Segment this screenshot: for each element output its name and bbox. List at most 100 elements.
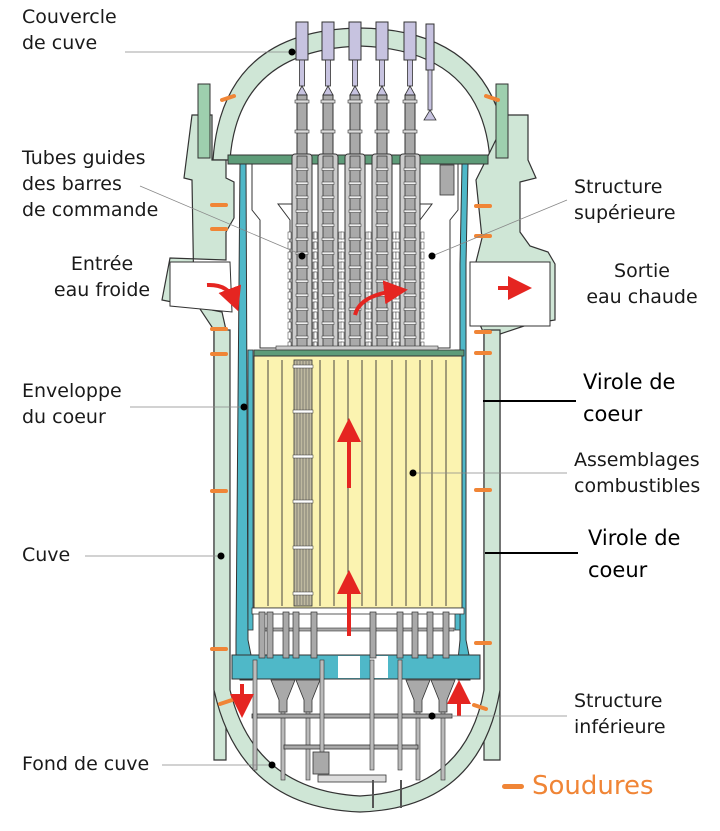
label-couvercle-line2: de cuve [22, 32, 98, 54]
guide-tube-rung [295, 335, 309, 339]
support-column [310, 611, 318, 659]
guide-card [392, 281, 397, 290]
guide-tube-rung [321, 335, 335, 339]
support-rod [397, 659, 403, 771]
guide-card [367, 241, 372, 250]
stud-right [495, 83, 509, 159]
guide-tube-rung [348, 167, 362, 171]
drive-head [295, 21, 309, 61]
guide-card [392, 251, 397, 260]
drive-rod [376, 94, 388, 156]
label-enveloppe: Enveloppe du coeur [22, 378, 122, 430]
label-structure-inf-line2: inférieure [574, 716, 666, 738]
guide-card [313, 271, 318, 280]
fuel-assemblies [267, 360, 447, 606]
rod-collar [294, 129, 310, 134]
guide-tube-rung [295, 223, 309, 227]
guide-tube-rung [321, 307, 335, 311]
drive-shaft-partial [427, 69, 433, 111]
label-entree-line2: eau froide [53, 279, 151, 301]
guide-card [313, 281, 318, 290]
guide-card [392, 271, 397, 280]
lower-crossbar-2 [283, 744, 419, 750]
guide-card [340, 261, 345, 270]
guide-card [340, 231, 345, 240]
label-enveloppe-line1: Enveloppe [22, 380, 122, 402]
weld-mark [220, 94, 236, 102]
bottom-plate [317, 774, 387, 783]
support-rod [252, 659, 258, 771]
guide-tube-rung [375, 251, 389, 255]
label-entree-line1: Entrée [70, 253, 134, 275]
drive-head-partial [425, 23, 435, 71]
guide-card [313, 291, 318, 300]
legend: Soudures [502, 771, 654, 801]
guide-card [420, 271, 425, 280]
label-sortie-line1: Sortie [614, 260, 670, 282]
guide-tube-rung [295, 265, 309, 269]
drive-rod [404, 94, 416, 156]
guide-tube-rung [375, 209, 389, 213]
drive-head [321, 21, 335, 61]
vessel-shell [213, 329, 501, 813]
guide-tube-rung [403, 293, 417, 297]
guide-card [367, 311, 372, 320]
label-structure-sup: Structure supérieure [574, 174, 676, 226]
drive-rod [322, 94, 334, 156]
drive-tip [322, 85, 334, 96]
guide-card [313, 321, 318, 330]
guide-card [367, 301, 372, 310]
guide-tube-rung [321, 167, 335, 171]
rod-collar [320, 129, 336, 134]
rod-collar [347, 99, 363, 104]
guide-tube-rung [375, 167, 389, 171]
guide-tube-rung [375, 335, 389, 339]
control-rod-guide-tubes [275, 21, 439, 353]
guide-card [420, 241, 425, 250]
guide-tube-rung [403, 209, 417, 213]
label-fond: Fond de cuve [22, 751, 149, 777]
inlet-arrow [206, 282, 242, 312]
guide-card [287, 281, 292, 290]
guide-card [395, 261, 400, 270]
guide-tube-rung [403, 279, 417, 283]
guide-tube-rung [403, 167, 417, 171]
guide-card [340, 271, 345, 280]
diffuser-funnel [295, 679, 321, 713]
guide-card [287, 331, 292, 340]
guide-tube-rung [295, 307, 309, 311]
stud-left [197, 83, 211, 159]
lower-support-gap-2 [370, 656, 388, 678]
guide-card [340, 291, 345, 300]
guide-tube-rung [403, 335, 417, 339]
lower-crossbar [251, 713, 453, 719]
guide-card [340, 321, 345, 330]
guide-card [340, 331, 345, 340]
guide-card [367, 251, 372, 260]
rod-collar [374, 99, 390, 104]
guide-tube-rung [321, 223, 335, 227]
guide-card [395, 291, 400, 300]
guide-tube-rung [348, 209, 362, 213]
flow-arrows [206, 276, 532, 718]
guide-tube-rung [403, 265, 417, 269]
label-enveloppe-line2: du coeur [22, 406, 106, 428]
guide-card [340, 241, 345, 250]
drive-tip [296, 85, 308, 96]
guide-tube-rung [403, 307, 417, 311]
guide-card [395, 271, 400, 280]
guide-tube-rung [375, 265, 389, 269]
weld-mark [472, 703, 488, 711]
lower-core-plate [251, 607, 465, 615]
rod-collar [294, 99, 310, 104]
leader-tubes-guides [139, 185, 301, 255]
rod-collar [374, 129, 390, 134]
guide-tube-rung [295, 195, 309, 199]
diffuser-funnel [405, 679, 431, 713]
drive-head [348, 21, 362, 61]
guide-tube-rung [348, 237, 362, 241]
label-sortie-line2: eau chaude [586, 286, 698, 308]
guide-tube-rung [375, 237, 389, 241]
rod-collar [402, 129, 418, 134]
